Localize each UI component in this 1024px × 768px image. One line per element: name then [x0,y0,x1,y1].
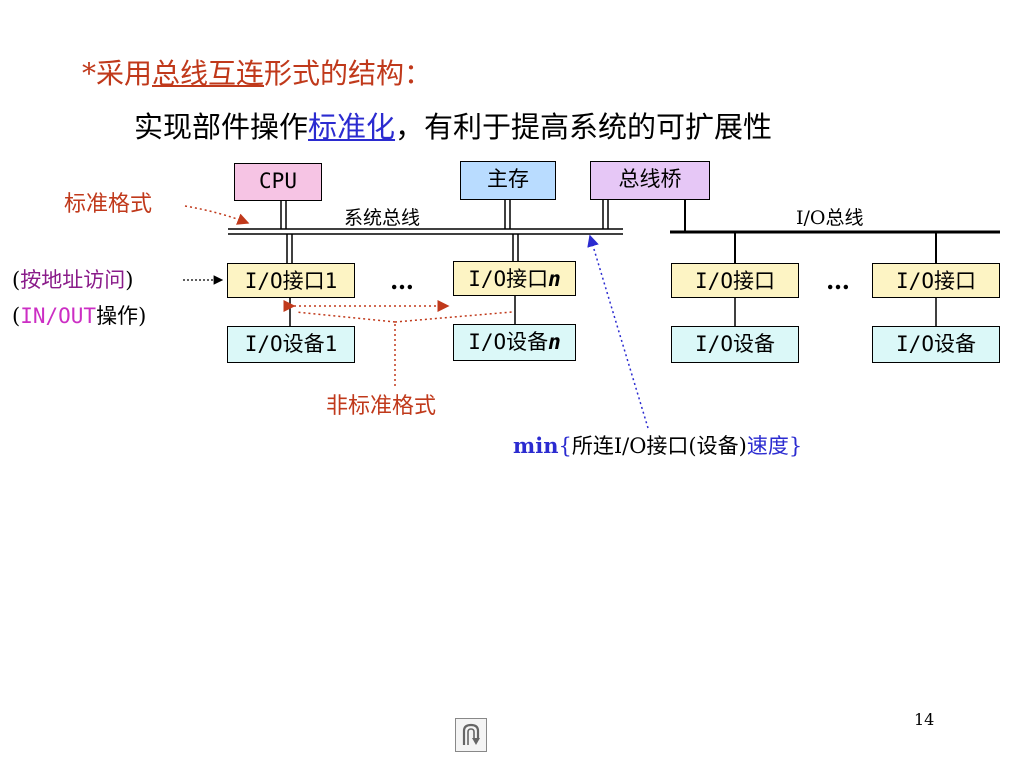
heading-star: * [82,57,96,90]
io-interface-b-box: I/O接口 [872,263,1000,298]
paren-close: ) [138,304,147,328]
io-device-n-box: I/O设备n [453,324,576,361]
standard-format-label: 标准格式 [64,192,153,217]
io-device-n-prefix: I/O设备 [468,330,549,354]
io-bus-label: I/O总线 [796,207,864,229]
io-interface-1-box: I/O接口1 [227,263,355,298]
access-note-line2: (IN/OUT操作) [12,300,146,330]
memory-box: 主存 [460,161,556,200]
subheading-pre: 实现部件操作 [134,110,309,144]
io-device-a-box: I/O设备 [671,326,799,363]
min-text: min [513,433,559,458]
min-speed-note: min{所连I/O接口(设备)速度} [513,430,802,460]
io-interface-n-box: I/O接口n [453,261,576,296]
nonstandard-format-label: 非标准格式 [326,394,437,419]
io-device-1-box: I/O设备1 [227,326,355,363]
brace-close: } [788,434,803,458]
io-interface-n-suffix: n [548,267,561,291]
bus-bridge-box: 总线桥 [590,161,710,200]
paren-open: ( [12,268,21,292]
return-button[interactable] [455,718,487,752]
slide-subheading: 实现部件操作标准化，有利于提高系统的可扩展性 [134,104,772,146]
operation-text: 操作 [96,304,139,328]
brace-open: { [558,434,572,458]
io-interface-a-box: I/O接口 [671,263,799,298]
connected-io-text: 所连I/O接口(设备) [571,434,747,458]
subheading-post: ，有利于提高系统的可扩展性 [395,110,773,144]
subheading-underlined: 标准化 [308,110,396,144]
paren-open: ( [12,304,21,328]
io-device-n-suffix: n [548,330,561,354]
address-access-text: 按地址访问 [20,268,126,292]
return-arrow-icon [462,723,480,745]
system-bus-label: 系统总线 [344,207,421,229]
ellipsis-right: … [826,266,850,295]
paren-close: ) [125,268,134,292]
heading-underlined: 总线互连 [152,57,265,90]
in-out-text: IN/OUT [20,304,97,328]
heading-pre: 采用 [96,57,153,90]
io-device-b-box: I/O设备 [872,326,1000,363]
io-interface-n-prefix: I/O接口 [468,267,549,291]
speed-text: 速度 [746,434,789,458]
access-note-line1: (按地址访问) [12,264,133,294]
slide-heading: *采用总线互连形式的结构： [82,52,432,92]
heading-post: 形式的结构： [264,57,433,90]
cpu-box: CPU [234,163,322,201]
ellipsis-left: … [390,266,414,295]
page-number: 14 [914,710,935,729]
